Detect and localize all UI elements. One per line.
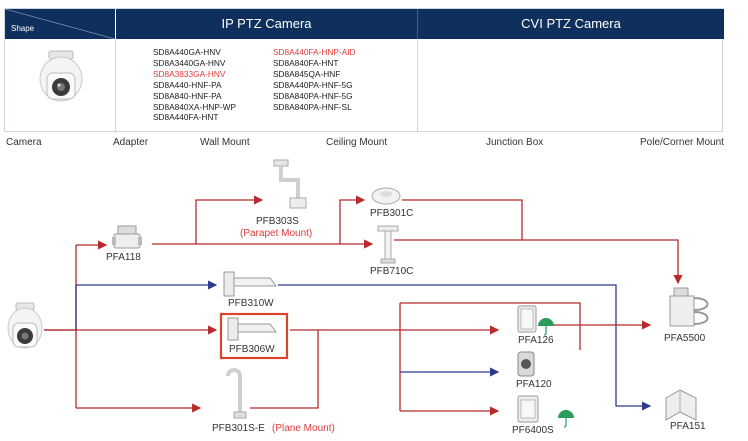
label-pfb301s-e: PFB301S-E [212,423,265,434]
label-pfa118: PFA118 [106,252,141,263]
adapter-icon [112,226,142,248]
label-plane-mount: (Plane Mount) [272,423,335,434]
label-pfa5500: PFA5500 [664,333,705,344]
connector-line [402,200,522,240]
label-pf6400s: PF6400S [512,425,554,436]
junction-box-icon [518,396,538,422]
ceiling-pole-mount-icon [378,226,398,263]
wall-mount-bracket-icon [228,318,276,340]
label-pfa151: PFA151 [670,421,706,432]
label-pfa126: PFA126 [518,335,554,346]
label-pfb310w: PFB310W [228,298,274,309]
pendant-mount-icon [228,370,246,418]
connector-line [340,200,364,244]
ptz-dome-camera-icon [8,303,42,348]
parapet-mount-icon [274,160,306,208]
ceiling-mount-icon [372,188,400,204]
label-pfb306w: PFB306W [229,344,275,355]
junction-box-icon [518,352,534,376]
umbrella-icon [558,410,574,427]
label-pfb303s: PFB303S [256,216,299,227]
junction-box-icon [518,306,536,332]
label-pfb301c: PFB301C [370,208,413,219]
label-parapet-mount: (Parapet Mount) [240,228,312,239]
connector-line [394,240,678,283]
pole-mount-icon [670,288,708,326]
umbrella-icon [538,318,554,335]
corner-mount-icon [666,390,696,420]
label-pfa120: PFA120 [516,379,552,390]
label-pfb710c: PFB710C [370,266,413,277]
wall-mount-bracket-icon [224,272,276,296]
connector-line [250,330,318,408]
